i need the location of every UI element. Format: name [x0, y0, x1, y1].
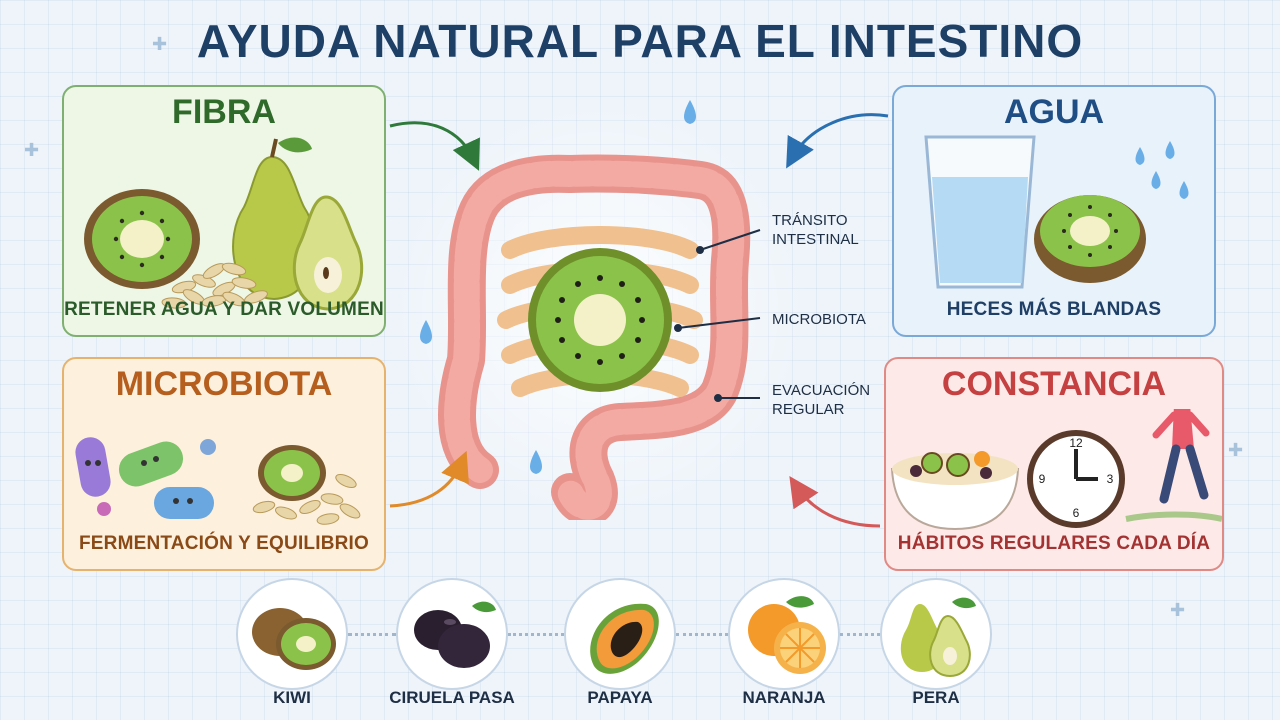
sparkle-icon: ✚ [24, 140, 40, 160]
card-title: CONSTANCIA [941, 365, 1167, 403]
label-evacuacion: EVACUACIÓN REGULAR [772, 382, 871, 418]
card-caption: FERMENTACIÓN Y EQUILIBRIO [78, 533, 370, 554]
card-caption: RETENER AGUA Y DAR VOLUMEN [64, 299, 384, 320]
bacteria-illustration [75, 437, 361, 525]
svg-text:12: 12 [1069, 436, 1083, 450]
svg-text:3: 3 [1107, 472, 1114, 486]
orange-icon [748, 596, 826, 674]
prune-icon [414, 601, 496, 668]
card-microbiota: MICROBIOTA FERMENTACIÓN Y EQUILIBRIO [62, 357, 386, 571]
card-caption: HECES MÁS BLANDAS [946, 299, 1162, 320]
sparkle-icon: ✚ [1170, 600, 1186, 620]
dotted-connector [676, 633, 728, 637]
dotted-connector [348, 633, 396, 637]
fruit-label-kiwi: KIWI [273, 688, 311, 707]
label-transito: TRÁNSITO INTESTINAL [772, 212, 859, 248]
fruit-label-pera: PERA [912, 688, 960, 707]
fruit-circle-naranja [728, 578, 840, 690]
fruit-circle-kiwi [236, 578, 348, 690]
fruit-label-naranja: NARANJA [742, 688, 826, 707]
card-agua: AGUA HECES MÁS BLANDAS [892, 85, 1216, 337]
fruit-circle-ciruela [396, 578, 508, 690]
dotted-connector [840, 633, 880, 637]
intestine-illustration [400, 100, 810, 520]
fruit-label-ciruela: CIRUELA PASA [389, 688, 515, 707]
kiwi-icon [252, 608, 336, 670]
pear-icon [900, 597, 976, 678]
svg-text:6: 6 [1073, 506, 1080, 520]
water-kiwi-illustration [924, 135, 1189, 289]
page-title: AYUDA NATURAL PARA EL INTESTINO [196, 15, 1084, 67]
card-fibra: FIBRA RET [62, 85, 386, 337]
card-constancia: CONSTANCIA 12 3 6 9 HÁBITOS REGULARES CA… [884, 357, 1224, 571]
fruit-circle-pera [880, 578, 992, 690]
card-title: MICROBIOTA [115, 365, 333, 403]
svg-text:9: 9 [1039, 472, 1046, 486]
card-caption: HÁBITOS REGULARES CADA DÍA [897, 533, 1211, 554]
sparkle-icon: ✚ [1228, 440, 1244, 460]
card-title: AGUA [1003, 93, 1105, 131]
fiber-foods-illustration [84, 137, 364, 311]
card-title: FIBRA [172, 93, 276, 131]
habits-illustration: 12 3 6 9 [890, 409, 1222, 531]
papaya-icon [590, 603, 659, 674]
sparkle-icon: ✚ [152, 34, 168, 54]
label-microbiota: MICROBIOTA [772, 311, 866, 328]
fruit-label-papaya: PAPAYA [587, 688, 653, 707]
dotted-connector [508, 633, 564, 637]
fruit-circle-papaya [564, 578, 676, 690]
